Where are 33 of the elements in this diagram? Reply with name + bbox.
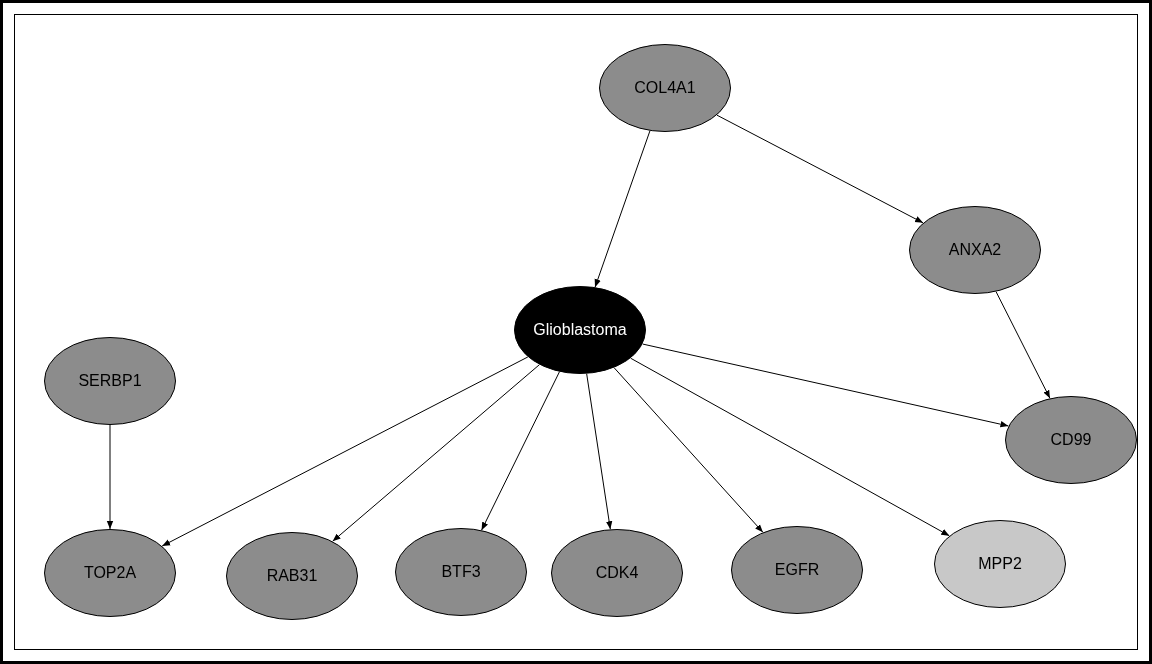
ellipse-node <box>731 526 863 614</box>
arrow <box>481 371 560 531</box>
node-label: ANXA2 <box>948 241 1002 259</box>
arrow <box>630 357 950 537</box>
arrow <box>161 356 529 547</box>
ellipse-node <box>909 206 1041 294</box>
arrow <box>586 373 613 530</box>
ellipse-node <box>44 529 176 617</box>
node-label: BTF3 <box>441 563 481 581</box>
arrow <box>613 367 764 533</box>
ellipse-node <box>934 520 1066 608</box>
ellipse-node <box>514 286 646 374</box>
arrow <box>642 343 1009 428</box>
node-label: Glioblastoma <box>533 321 627 339</box>
ellipse-node <box>226 532 358 620</box>
arrow <box>594 130 651 288</box>
ellipse-node <box>1005 396 1137 484</box>
ellipse-node <box>395 528 527 616</box>
node-label: RAB31 <box>266 567 318 585</box>
ellipse-node <box>551 529 683 617</box>
arrow <box>106 424 114 530</box>
arrow <box>995 291 1051 399</box>
node-label: SERBP1 <box>78 372 142 390</box>
node-label: CDK4 <box>595 564 639 582</box>
node-label: COL4A1 <box>634 79 696 97</box>
node-label: TOP2A <box>83 564 137 582</box>
arrow <box>332 364 540 542</box>
node-label: CD99 <box>1050 431 1092 449</box>
ellipse-node <box>599 44 731 132</box>
node-label: EGFR <box>774 561 820 579</box>
arrow <box>716 114 924 224</box>
ellipse-node <box>44 337 176 425</box>
node-label: MPP2 <box>978 555 1022 573</box>
